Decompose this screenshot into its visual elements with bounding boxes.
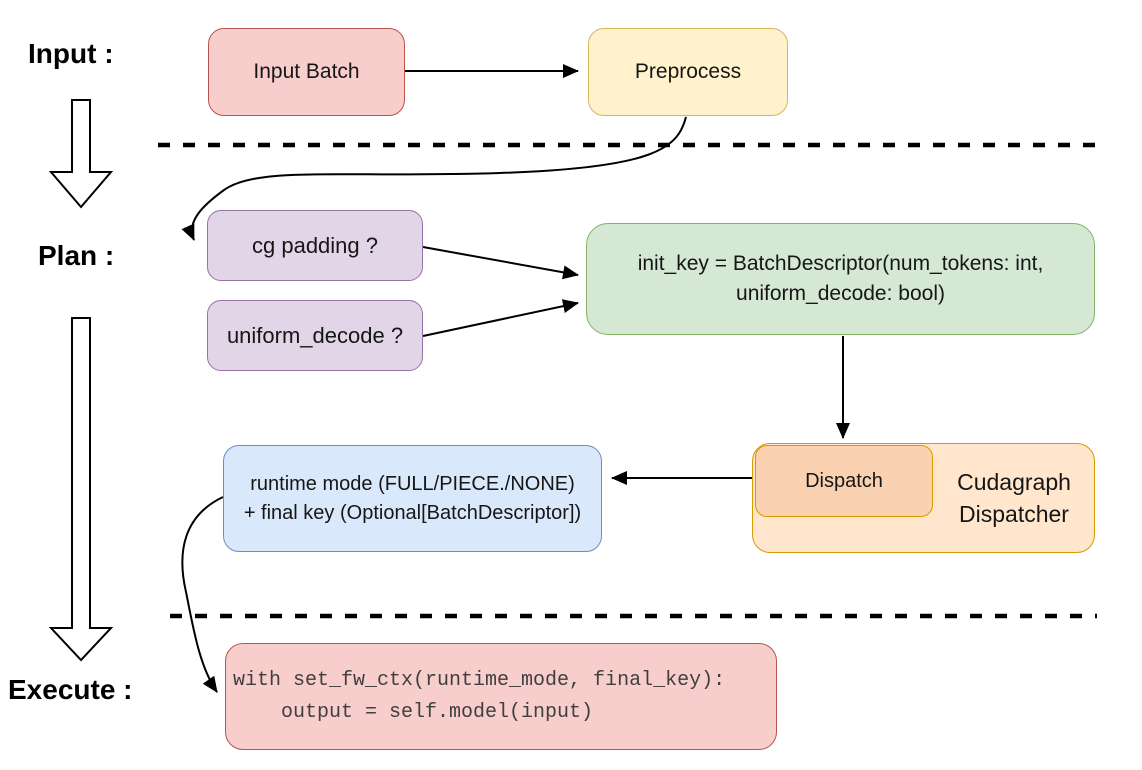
runtime-result-line2: + final key (Optional[BatchDescriptor]) [243,501,582,524]
execute-code-line1: with set_fw_ctx(runtime_mode, final_key)… [233,668,726,692]
input-batch-label: Input Batch [253,59,360,83]
cudagraph-dispatcher-label: Cudagraph Dispatcher [933,443,1095,553]
input-to-plan-block-arrow-icon [48,99,114,209]
uniform-decode-node: uniform_decode ? [207,300,423,371]
cudagraph-label-line2: Dispatcher [959,501,1069,527]
runtime-result-node: runtime mode (FULL/PIECE./NONE) + final … [223,445,602,552]
connector-cg-padding-to-init-key [422,246,579,280]
plan-to-execute-block-arrow-icon [48,317,114,662]
cg-padding-label: cg padding ? [252,232,378,258]
stage-label-plan: Plan : [38,240,115,271]
execute-code-line2: output = self.model(input) [233,700,594,724]
dispatch-node: Dispatch [755,445,933,517]
init-key-line1: init_key = BatchDescriptor(num_tokens: i… [637,251,1044,275]
connector-runtime-result-to-execute-code [181,496,224,693]
execute-code-node: with set_fw_ctx(runtime_mode, final_key)… [225,643,777,750]
input-batch-node: Input Batch [208,28,405,116]
stage-label-input: Input : [28,38,114,69]
connector-uniform-decode-to-init-key [422,299,579,337]
runtime-result-line1: runtime mode (FULL/PIECE./NONE) [250,472,575,495]
preprocess-node: Preprocess [588,28,788,116]
preprocess-label: Preprocess [634,59,742,83]
cg-padding-node: cg padding ? [207,210,423,281]
init-key-line2: uniform_decode: bool) [736,282,945,305]
dispatch-label: Dispatch [805,469,883,492]
stage-label-execute: Execute : [8,674,133,705]
cudagraph-label-line1: Cudagraph [957,468,1071,495]
uniform-decode-label: uniform_decode ? [226,322,404,348]
init-key-node: init_key = BatchDescriptor(num_tokens: i… [586,223,1095,335]
